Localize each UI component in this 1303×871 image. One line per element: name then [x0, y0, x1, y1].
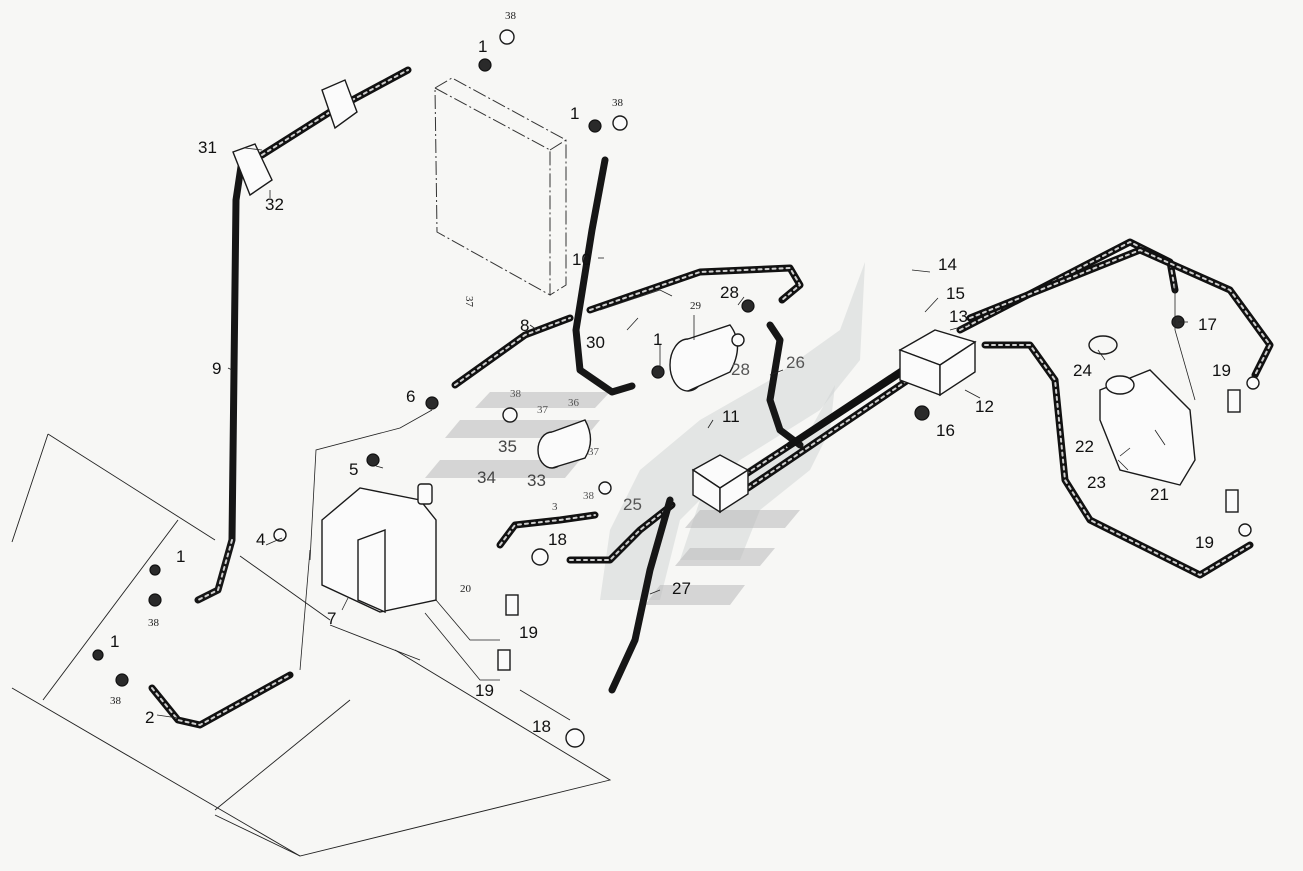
- callout-1e: 1: [110, 632, 119, 651]
- callout-1d: 1: [176, 547, 185, 566]
- hydraulic-pump-21: [1099, 369, 1196, 486]
- callout-28b: 28: [731, 360, 750, 379]
- hoses: [148, 66, 1274, 729]
- callout-10: 10: [572, 250, 591, 269]
- callout-33: 33: [527, 471, 546, 490]
- callout-21: 21: [1150, 485, 1169, 504]
- callout-27: 27: [672, 579, 691, 598]
- callout-35: 35: [498, 437, 517, 456]
- callout-31: 31: [198, 138, 217, 157]
- callout-19c: 19: [1212, 361, 1231, 380]
- callout-11: 11: [722, 407, 740, 426]
- callout-38f: 38: [110, 695, 122, 707]
- oil-cooler: [434, 77, 567, 296]
- callout-38d: 38: [583, 490, 595, 502]
- hose-9: [194, 156, 246, 604]
- callout-3: 3: [552, 501, 558, 513]
- callout-4: 4: [256, 530, 265, 549]
- callout-20: 20: [460, 583, 472, 595]
- callout-19a: 19: [519, 623, 538, 642]
- callout-29: 29: [690, 300, 702, 312]
- clamp-bracket-31: [232, 143, 273, 197]
- callout-18b: 18: [532, 717, 551, 736]
- callout-37c: 37: [588, 446, 600, 458]
- hose-10: [572, 156, 636, 396]
- callout-22: 22: [1075, 437, 1094, 456]
- hose-27: [608, 496, 674, 694]
- components: [92, 29, 1260, 748]
- callout-7: 7: [327, 609, 336, 628]
- callout-32: 32: [265, 195, 284, 214]
- hose-right-b: [966, 246, 1274, 379]
- callout-34: 34: [477, 468, 496, 487]
- callout-14: 14: [938, 255, 957, 274]
- callout-24: 24: [1073, 361, 1092, 380]
- callout-13: 13: [949, 307, 968, 326]
- hose-26: [766, 321, 804, 449]
- leader-lines: [156, 147, 1196, 721]
- callout-5: 5: [349, 460, 358, 479]
- callout-23: 23: [1087, 473, 1106, 492]
- o-ring-24: [1088, 335, 1118, 355]
- callout-26: 26: [786, 353, 805, 372]
- callout-38e: 38: [148, 617, 160, 629]
- callout-25: 25: [623, 495, 642, 514]
- callout-37a: 37: [463, 296, 475, 308]
- callout-28a: 28: [720, 283, 739, 302]
- hose-right-a: [956, 238, 1179, 334]
- callout-38b: 38: [612, 97, 624, 109]
- callout-18a: 18: [548, 530, 567, 549]
- callout-36: 36: [568, 397, 580, 409]
- callout-19d: 19: [1195, 533, 1214, 552]
- callout-2: 2: [145, 708, 154, 727]
- callout-30: 30: [586, 333, 605, 352]
- callout-38a: 38: [505, 10, 517, 22]
- watermark-logo: [425, 262, 865, 605]
- callout-1c: 1: [653, 330, 662, 349]
- callout-9: 9: [212, 359, 221, 378]
- callout-17: 17: [1198, 315, 1217, 334]
- hose-8: [451, 314, 574, 389]
- callout-8: 8: [520, 316, 529, 335]
- callout-12: 12: [975, 397, 994, 416]
- callout-labels: 31 32 38 1 38 1 10 37 9 8 30 1 29 28 28 …: [110, 10, 1231, 736]
- callout-15: 15: [946, 284, 965, 303]
- callout-1b: 1: [570, 104, 579, 123]
- callout-1a: 1: [478, 37, 487, 56]
- callout-38c: 38: [510, 388, 522, 400]
- callout-16: 16: [936, 421, 955, 440]
- hose-line-c: [786, 358, 919, 449]
- clamp-bracket-upper: [321, 79, 358, 130]
- callout-37b: 37: [537, 404, 549, 416]
- base-frame: [11, 433, 612, 857]
- callout-6: 6: [406, 387, 415, 406]
- callout-19b: 19: [475, 681, 494, 700]
